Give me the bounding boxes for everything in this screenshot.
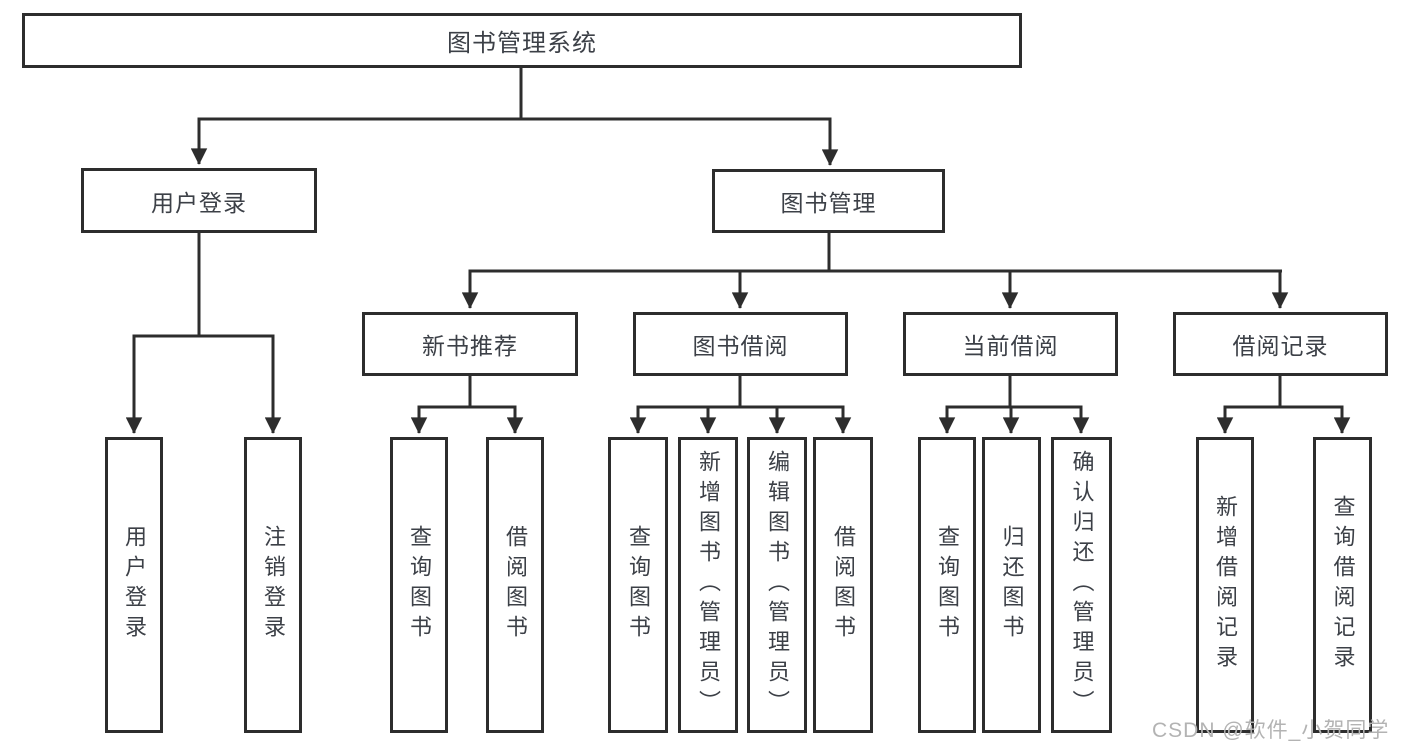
node-label: 当前借阅 xyxy=(962,333,1059,359)
connector-root-to-level2 xyxy=(190,68,839,166)
node-label: 查询图书 xyxy=(626,525,651,645)
node-label: 图书管理系统 xyxy=(447,30,597,57)
leaf-edit-books-admin: 编辑图书（管理员） xyxy=(747,437,807,733)
leaf-add-books-admin: 新增图书（管理员） xyxy=(678,437,738,733)
leaf-confirm-return-admin: 确认归还（管理员） xyxy=(1051,437,1112,733)
node-label: 查询图书 xyxy=(935,525,960,645)
node-label: 用户登录 xyxy=(151,189,247,216)
connector-current-borrow-children xyxy=(938,376,1090,434)
node-label: 新增图书（管理员） xyxy=(696,450,721,720)
connector-book-mgmt-to-level3 xyxy=(461,233,1289,309)
node-label: 新书推荐 xyxy=(422,333,518,359)
connector-new-book-children xyxy=(410,376,524,434)
node-label: 图书借阅 xyxy=(692,333,789,359)
leaf-query-books: 查询图书 xyxy=(390,437,448,733)
node-label: 借阅记录 xyxy=(1232,333,1329,359)
node-current-borrowing: 当前借阅 xyxy=(903,312,1118,376)
node-label: 用户登录 xyxy=(122,525,147,645)
leaf-borrow-books: 借阅图书 xyxy=(486,437,544,733)
node-label: 注销登录 xyxy=(261,525,286,645)
node-label: 借阅图书 xyxy=(503,525,528,645)
node-label: 新增借阅记录 xyxy=(1213,495,1238,675)
node-book-borrowing: 图书借阅 xyxy=(633,312,848,376)
node-label: 查询图书 xyxy=(407,525,432,645)
leaf-return-books: 归还图书 xyxy=(982,437,1041,733)
node-user-login: 用户登录 xyxy=(81,168,317,233)
leaf-user-login: 用户登录 xyxy=(105,437,163,733)
node-label: 借阅图书 xyxy=(831,525,856,645)
node-label: 编辑图书（管理员） xyxy=(765,450,790,720)
leaf-logout: 注销登录 xyxy=(244,437,302,733)
node-new-book-recommendation: 新书推荐 xyxy=(362,312,578,376)
connector-user-login-children xyxy=(125,233,282,434)
leaf-query-books: 查询图书 xyxy=(918,437,976,733)
node-label: 归还图书 xyxy=(999,525,1025,645)
csdn-watermark: CSDN @软件_小贺同学 xyxy=(1152,719,1390,742)
node-library-management-system: 图书管理系统 xyxy=(22,13,1022,68)
node-label: 确认归还（管理员） xyxy=(1069,450,1095,720)
node-label: 查询借阅记录 xyxy=(1330,495,1356,675)
node-borrowing-records: 借阅记录 xyxy=(1173,312,1388,376)
leaf-query-books: 查询图书 xyxy=(608,437,668,733)
connector-borrow-records-children xyxy=(1216,376,1351,434)
connector-book-borrow-children xyxy=(629,376,852,434)
leaf-borrow-books: 借阅图书 xyxy=(813,437,873,733)
node-label: 图书管理 xyxy=(780,190,877,216)
leaf-query-borrow-record: 查询借阅记录 xyxy=(1313,437,1372,733)
leaf-add-borrow-record: 新增借阅记录 xyxy=(1196,437,1254,733)
node-book-management: 图书管理 xyxy=(712,169,945,233)
